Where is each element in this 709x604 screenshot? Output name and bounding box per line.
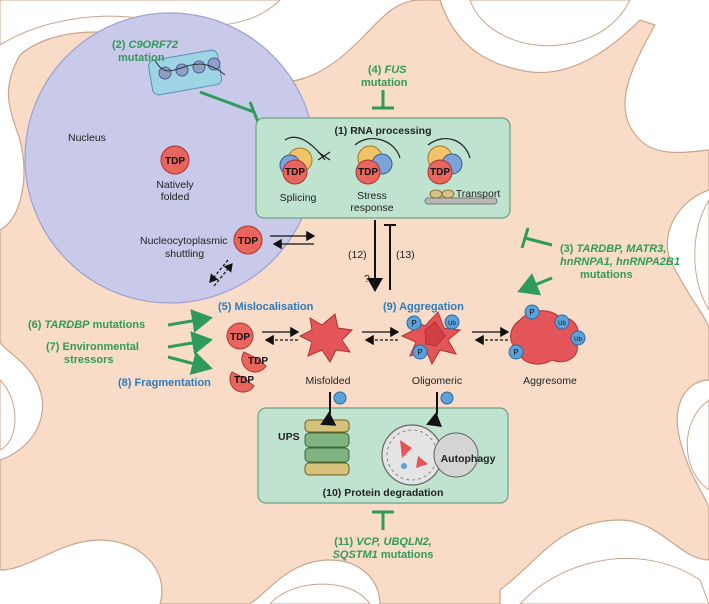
stress-label-2: response bbox=[350, 202, 393, 214]
tdp-native bbox=[160, 145, 190, 175]
ups-label: UPS bbox=[278, 431, 300, 443]
natively-folded-label-2: folded bbox=[161, 191, 190, 203]
equilibrium-arrows-2 bbox=[362, 326, 400, 346]
svg-text:Ub: Ub bbox=[558, 321, 566, 327]
ub-tag-misfolded bbox=[333, 391, 347, 405]
vcp-label-line1: (11) VCP, UBQLN2, bbox=[334, 536, 432, 548]
step12-label: (12) bbox=[348, 249, 367, 261]
oligomeric-label: Oligomeric bbox=[412, 375, 462, 387]
dendrite-gap-bottom-right bbox=[519, 557, 709, 604]
transport-icon bbox=[424, 138, 498, 205]
aggregation-label: (9) Aggregation bbox=[383, 301, 464, 313]
shuttling-label-1: Nucleocytoplasmic bbox=[140, 235, 228, 247]
natively-folded-label-1: Natively bbox=[156, 179, 194, 191]
tdp-fragment-1-label: TDP bbox=[248, 356, 268, 367]
tardbp3-inhibition-arrow bbox=[520, 227, 553, 249]
dendrite-gap-bottom bbox=[269, 583, 371, 604]
misfolded-label: Misfolded bbox=[306, 375, 351, 387]
splicing-label: Splicing bbox=[280, 192, 317, 204]
step13-inhibition bbox=[384, 224, 396, 290]
tdp-shuttling-label: TDP bbox=[238, 236, 258, 247]
svg-text:P: P bbox=[513, 348, 518, 357]
rna-processing-title: (1) RNA processing bbox=[334, 125, 431, 137]
autophagy-label: Autophagy bbox=[441, 453, 496, 465]
env-label-1: (7) Environmental bbox=[46, 341, 139, 353]
svg-text:P: P bbox=[417, 348, 422, 357]
autophagy-icon bbox=[381, 424, 479, 486]
dendrite-gap-right-low bbox=[686, 399, 709, 491]
transport-label: Transport bbox=[456, 188, 501, 200]
tdp-cytoplasmic bbox=[226, 322, 254, 350]
vcp-inhibition-arrow bbox=[372, 510, 394, 530]
ub-tag-oligomer bbox=[440, 391, 454, 405]
fus-mutation-label: mutation bbox=[361, 77, 408, 89]
equilibrium-arrows-1 bbox=[262, 326, 300, 346]
tdp-shuttling bbox=[233, 225, 263, 255]
proteasome-icon bbox=[304, 419, 350, 476]
tdp-splicing bbox=[282, 159, 308, 185]
fus-label: (4) FUS bbox=[368, 64, 407, 76]
shuttling-arrows bbox=[270, 230, 316, 250]
misfolded-protein bbox=[298, 313, 354, 363]
svg-text:P: P bbox=[529, 308, 534, 317]
tdp-stress bbox=[355, 159, 381, 185]
vcp-label-line2: SQSTM1 mutations bbox=[333, 549, 434, 561]
svg-text:Ub: Ub bbox=[574, 337, 582, 343]
misfolded-to-ups-arrow bbox=[320, 392, 337, 426]
tardbp3-promote-arrow bbox=[517, 273, 553, 296]
tardbp3-label-line3: mutations bbox=[580, 269, 633, 281]
tdp-transport-label: TDP bbox=[430, 167, 450, 178]
stress-label-1: Stress bbox=[357, 190, 387, 202]
fragmentation-label: (8) Fragmentation bbox=[118, 377, 211, 389]
phospho-ub-tags-oligomer: P Ub P bbox=[406, 314, 460, 360]
tardbp6-label: (6) TARDBP mutations bbox=[28, 319, 145, 331]
protein-degradation-title: (10) Protein degradation bbox=[323, 487, 444, 499]
mislocalisation-label: (5) Mislocalisation bbox=[218, 301, 314, 313]
tdp-native-label: TDP bbox=[165, 156, 185, 167]
aggresome-label: Aggresome bbox=[523, 375, 577, 387]
tardbp3-label-line2: hnRNPA1, hnRNPA2B1 bbox=[560, 256, 680, 268]
question-mark: ? bbox=[364, 273, 370, 285]
dendrite-gap-left bbox=[0, 379, 16, 451]
tdp-fragment-2-label: TDP bbox=[234, 375, 254, 386]
c9orf72-mutation-label: mutation bbox=[118, 52, 165, 64]
nucleus-label: Nucleus bbox=[68, 132, 106, 144]
tdp-fragment-1 bbox=[241, 351, 267, 373]
oligomer-to-autophagy-arrow bbox=[426, 392, 443, 427]
svg-text:Ub: Ub bbox=[448, 321, 456, 327]
dendrite-gap-right bbox=[694, 199, 709, 311]
tdp-transport bbox=[427, 159, 453, 185]
tdp-fragment-2 bbox=[229, 371, 255, 393]
tdp-cytoplasmic-label: TDP bbox=[230, 332, 250, 343]
svg-text:P: P bbox=[411, 319, 416, 328]
equilibrium-arrows-3 bbox=[472, 326, 510, 346]
aggresome: P Ub Ub P bbox=[508, 304, 586, 365]
tardbp3-label-line1: (3) TARDBP, MATR3, bbox=[560, 243, 666, 255]
c9orf72-label: (2) C9ORF72 bbox=[112, 39, 178, 51]
tdp-stress-label: TDP bbox=[358, 167, 378, 178]
c9orf72-inhibition-arrow bbox=[199, 90, 260, 123]
env-label-2: stressors bbox=[64, 354, 114, 366]
tdp-splicing-label: TDP bbox=[285, 167, 305, 178]
shuttling-label-2: shuttling bbox=[165, 248, 204, 260]
chromatin-icon bbox=[148, 49, 226, 96]
dendrite-gap-top bbox=[469, 0, 631, 47]
tdp-mislocalisation-arrows bbox=[167, 309, 213, 376]
step13-label: (13) bbox=[396, 249, 415, 261]
fus-inhibition-arrow bbox=[372, 90, 394, 110]
